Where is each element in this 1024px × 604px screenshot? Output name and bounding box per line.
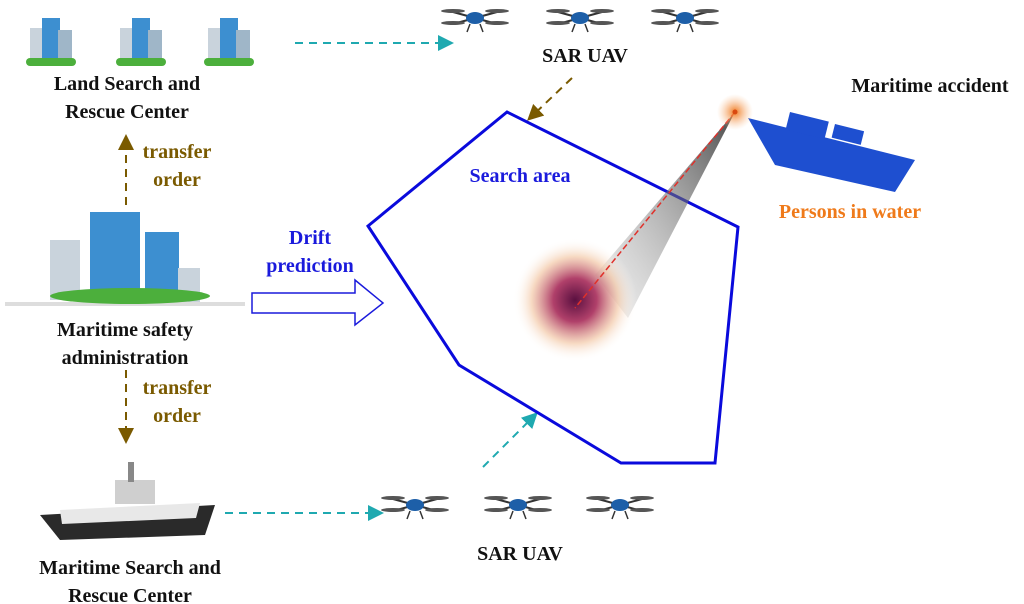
transfer-order-bottom-line2: order bbox=[153, 405, 201, 427]
maritime-center-line2: Rescue Center bbox=[68, 585, 192, 604]
transfer-order-top-line1: transfer bbox=[142, 141, 212, 163]
drift-prediction-label: Drift prediction bbox=[255, 224, 365, 280]
accident-location-point bbox=[732, 109, 738, 115]
land-center-line1: Land Search and bbox=[53, 73, 201, 95]
transfer-order-top-line2: order bbox=[153, 169, 201, 191]
drift-prediction-line2: prediction bbox=[266, 255, 354, 277]
maritime-accident-label: Maritime accident bbox=[851, 75, 1009, 97]
rescue-ship-icon bbox=[40, 462, 215, 540]
msa-building-icon bbox=[5, 212, 245, 306]
transfer-order-bottom-label: transfer order bbox=[132, 374, 222, 430]
drift-prediction-line1: Drift bbox=[288, 227, 332, 249]
drift-trajectory bbox=[574, 111, 736, 309]
drift-plume bbox=[595, 112, 735, 318]
drift-particle-cloud bbox=[513, 238, 637, 362]
accident-ship-icon bbox=[748, 111, 915, 192]
search-area-polygon bbox=[366, 110, 740, 465]
land-center-line2: Rescue Center bbox=[65, 101, 189, 123]
maritime-center-label: Maritime Search and Rescue Center bbox=[10, 554, 250, 604]
drift-prediction-arrow bbox=[251, 278, 385, 327]
persons-in-water-label: Persons in water bbox=[778, 201, 922, 223]
arrow-uav-to-area-top bbox=[527, 77, 573, 121]
arrow-uav-to-area-bottom bbox=[482, 412, 538, 468]
msa-line1: Maritime safety bbox=[56, 319, 194, 341]
transfer-order-top-label: transfer order bbox=[132, 138, 222, 194]
msa-line2: administration bbox=[61, 347, 189, 369]
sar-uav-bottom-label: SAR UAV bbox=[477, 543, 563, 565]
uav-top-group-icon bbox=[440, 8, 720, 33]
maritime-center-line1: Maritime Search and bbox=[39, 557, 221, 579]
search-area-label: Search area bbox=[469, 165, 571, 187]
sar-uav-top-label: SAR UAV bbox=[542, 45, 628, 67]
msa-label: Maritime safety administration bbox=[20, 316, 230, 372]
uav-bottom-group-icon bbox=[380, 495, 655, 520]
transfer-order-bottom-line1: transfer bbox=[142, 377, 212, 399]
land-center-label: Land Search and Rescue Center bbox=[22, 70, 232, 126]
land-center-buildings-icon bbox=[26, 18, 254, 66]
